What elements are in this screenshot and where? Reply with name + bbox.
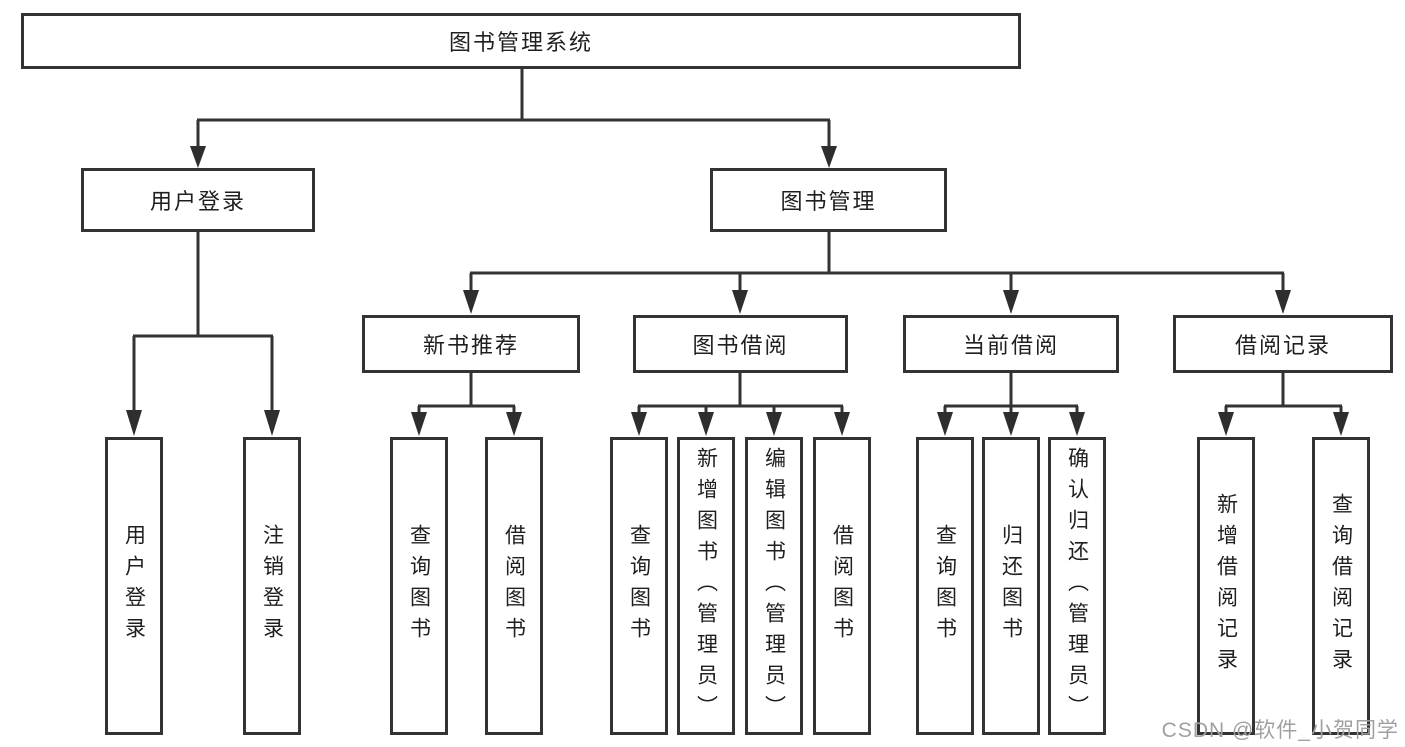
leaf-label: 查询图书 bbox=[407, 524, 431, 648]
leaf-return-books: 归还图书 bbox=[982, 437, 1040, 735]
node-label: 借阅记录 bbox=[1234, 333, 1331, 358]
arrowhead-icon bbox=[190, 146, 206, 168]
leaf-label: 新增图书（管理员） bbox=[694, 446, 718, 726]
leaf-add-borrow-record: 新增借阅记录 bbox=[1197, 437, 1255, 735]
leaf-borrow-books: 借阅图书 bbox=[485, 437, 543, 735]
leaf-label: 查询图书 bbox=[627, 524, 651, 648]
leaf-query-books: 查询图书 bbox=[916, 437, 974, 735]
leaf-label: 归还图书 bbox=[999, 524, 1023, 648]
node-label: 图书管理系统 bbox=[448, 30, 593, 55]
arrowhead-icon bbox=[1333, 412, 1349, 436]
leaf-borrow-books: 借阅图书 bbox=[813, 437, 871, 735]
arrowhead-icon bbox=[1275, 290, 1291, 314]
connector-records-to-leaves bbox=[1218, 373, 1349, 436]
arrowhead-icon bbox=[732, 290, 748, 314]
arrowhead-icon bbox=[463, 290, 479, 314]
leaf-label: 借阅图书 bbox=[502, 524, 526, 648]
arrowhead-icon bbox=[1003, 412, 1019, 436]
arrowhead-icon bbox=[264, 410, 280, 436]
node-user-login: 用户登录 bbox=[81, 168, 315, 232]
arrowhead-icon bbox=[1003, 290, 1019, 314]
node-label: 新书推荐 bbox=[422, 333, 519, 358]
csdn-watermark: CSDN @软件_小贺同学 bbox=[1161, 719, 1399, 742]
node-label: 用户登录 bbox=[149, 189, 246, 214]
arrowhead-icon bbox=[766, 412, 782, 436]
arrowhead-icon bbox=[821, 146, 837, 168]
arrowhead-icon bbox=[937, 412, 953, 436]
leaf-query-books: 查询图书 bbox=[390, 437, 448, 735]
leaf-edit-books-admin: 编辑图书（管理员） bbox=[745, 437, 803, 735]
leaf-confirm-return-admin: 确认归还（管理员） bbox=[1048, 437, 1106, 735]
arrowhead-icon bbox=[1218, 412, 1234, 436]
node-book-borrowing: 图书借阅 bbox=[633, 315, 848, 373]
arrowhead-icon bbox=[506, 412, 522, 436]
leaf-label: 注销登录 bbox=[260, 524, 284, 648]
leaf-label: 借阅图书 bbox=[830, 524, 854, 648]
arrowhead-icon bbox=[126, 410, 142, 436]
leaf-add-books-admin: 新增图书（管理员） bbox=[677, 437, 735, 735]
node-label: 当前借阅 bbox=[962, 333, 1059, 358]
connector-newbook-to-leaves bbox=[411, 373, 522, 436]
leaf-label: 查询借阅记录 bbox=[1329, 493, 1353, 679]
leaf-label: 编辑图书（管理员） bbox=[762, 446, 786, 726]
arrowhead-icon bbox=[1069, 412, 1085, 436]
arrowhead-icon bbox=[698, 412, 714, 436]
node-borrowing-records: 借阅记录 bbox=[1173, 315, 1393, 373]
leaf-query-books: 查询图书 bbox=[610, 437, 668, 735]
node-book-management: 图书管理 bbox=[710, 168, 947, 232]
node-label: 图书管理 bbox=[780, 189, 877, 214]
connector-borrow-to-leaves bbox=[631, 373, 850, 436]
connector-root-to-level1 bbox=[190, 69, 837, 168]
leaf-label: 确认归还（管理员） bbox=[1065, 446, 1089, 726]
node-library-management-system: 图书管理系统 bbox=[21, 13, 1021, 69]
arrowhead-icon bbox=[631, 412, 647, 436]
connector-userlogin-to-leaves bbox=[126, 232, 280, 436]
leaf-query-borrow-record: 查询借阅记录 bbox=[1312, 437, 1370, 735]
connector-bookmgmt-to-level2 bbox=[463, 232, 1291, 314]
arrowhead-icon bbox=[411, 412, 427, 436]
leaf-label: 用户登录 bbox=[122, 524, 146, 648]
node-label: 图书借阅 bbox=[692, 333, 789, 358]
connector-current-to-leaves bbox=[937, 373, 1085, 436]
leaf-label: 新增借阅记录 bbox=[1214, 493, 1238, 679]
node-new-book-recommendation: 新书推荐 bbox=[362, 315, 580, 373]
arrowhead-icon bbox=[834, 412, 850, 436]
leaf-label: 查询图书 bbox=[933, 524, 957, 648]
leaf-logout: 注销登录 bbox=[243, 437, 301, 735]
leaf-user-login: 用户登录 bbox=[105, 437, 163, 735]
node-current-borrowing: 当前借阅 bbox=[903, 315, 1119, 373]
